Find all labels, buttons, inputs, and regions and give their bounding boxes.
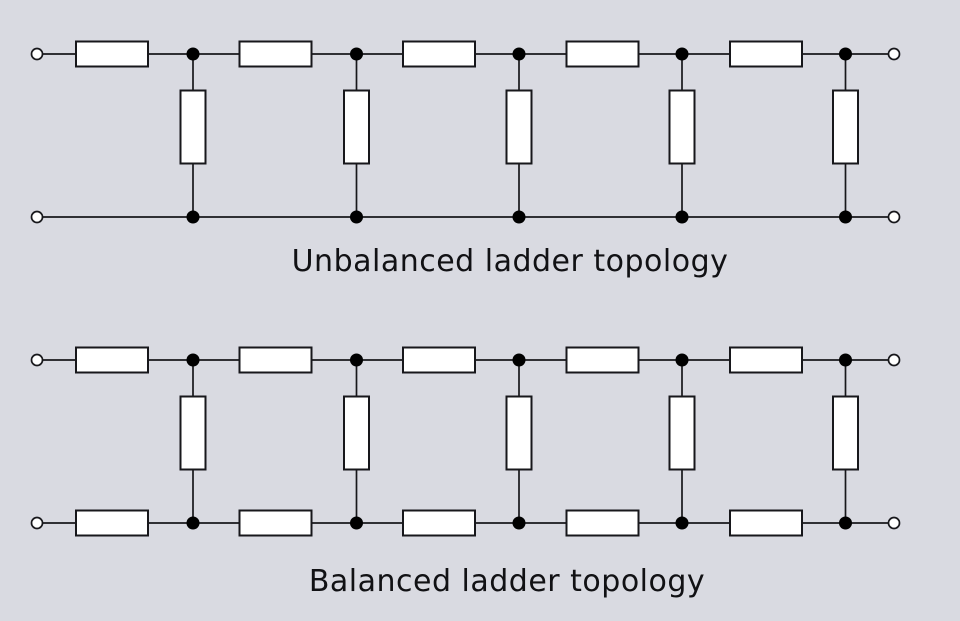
junction-dot	[512, 516, 526, 530]
series-resistor	[238, 40, 313, 68]
series-resistor	[729, 509, 803, 537]
shunt-resistor	[179, 89, 207, 165]
shunt-resistor	[343, 89, 370, 165]
junction-dot	[839, 210, 852, 224]
terminal	[30, 516, 44, 530]
shunt-resistor	[179, 395, 207, 471]
shunt-resistor	[832, 395, 859, 471]
terminal	[887, 516, 901, 530]
junction-dot	[350, 516, 363, 530]
shunt-resistor	[832, 89, 859, 165]
series-resistor	[402, 346, 476, 374]
unbalanced-ladder-diagram	[30, 40, 901, 224]
series-resistor	[238, 346, 313, 374]
series-resistor	[565, 40, 640, 68]
junction-dot	[675, 516, 689, 530]
shunt-resistor	[505, 395, 533, 471]
series-resistor	[402, 509, 476, 537]
series-resistor	[75, 346, 149, 374]
balanced-ladder-caption: Balanced ladder topology	[308, 564, 706, 599]
junction-dot	[186, 47, 200, 61]
junction-dot	[839, 47, 852, 61]
junction-dot	[512, 210, 526, 224]
junction-dot	[186, 210, 200, 224]
junction-dot	[675, 353, 689, 367]
series-resistor	[238, 509, 313, 537]
balanced-ladder-diagram	[30, 346, 901, 537]
junction-dot	[350, 210, 363, 224]
terminal	[30, 47, 44, 61]
junction-dot	[350, 353, 363, 367]
series-resistor	[402, 40, 476, 68]
terminal	[887, 47, 901, 61]
junction-dot	[512, 353, 526, 367]
shunt-resistor	[668, 89, 696, 165]
terminal	[30, 210, 44, 224]
terminal	[30, 353, 44, 367]
series-resistor	[729, 346, 803, 374]
series-resistor	[729, 40, 803, 68]
junction-dot	[839, 516, 852, 530]
shunt-resistor	[343, 395, 370, 471]
junction-dot	[675, 47, 689, 61]
series-resistor	[75, 40, 149, 68]
series-resistor	[75, 509, 149, 537]
terminal	[887, 210, 901, 224]
terminal	[887, 353, 901, 367]
junction-dot	[186, 516, 200, 530]
junction-dot	[675, 210, 689, 224]
junction-dot	[512, 47, 526, 61]
unbalanced-ladder-caption: Unbalanced ladder topology	[291, 244, 729, 279]
junction-dot	[350, 47, 363, 61]
shunt-resistor	[505, 89, 533, 165]
series-resistor	[565, 509, 640, 537]
series-resistor	[565, 346, 640, 374]
shunt-resistor	[668, 395, 696, 471]
junction-dot	[186, 353, 200, 367]
junction-dot	[839, 353, 852, 367]
